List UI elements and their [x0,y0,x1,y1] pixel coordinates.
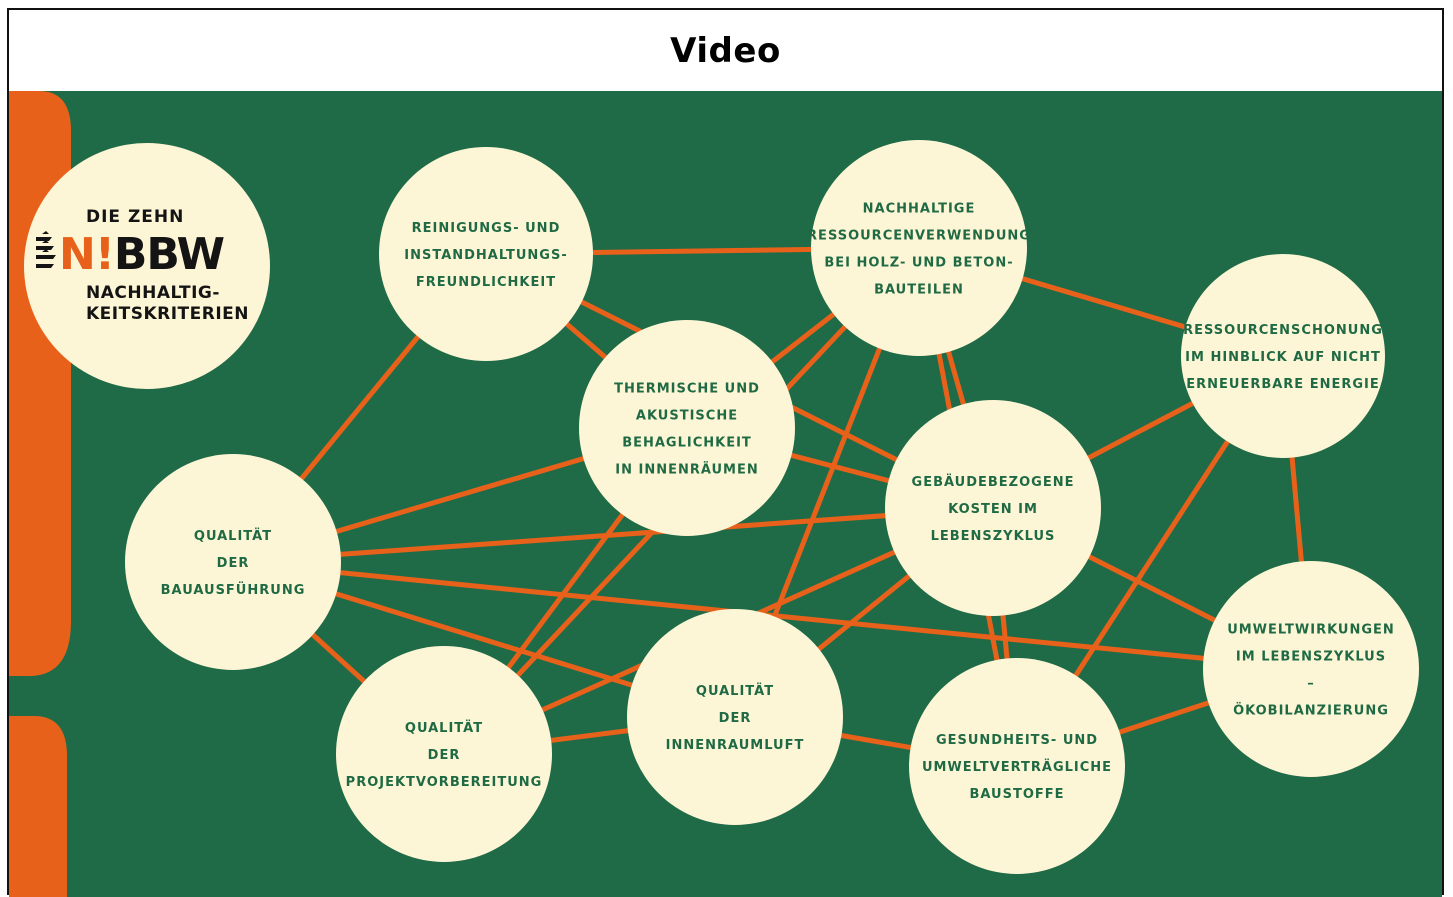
criterion-reinigung: REINIGUNGS- UND INSTANDHALTUNGS- FREUNDLIC… [379,147,593,361]
connection-line-bauausfuehrung-umweltwirkungen [232,559,1312,672]
criterion-label-line: IM HINBLICK AUF NICHT [1185,350,1381,365]
header: Video [9,10,1442,91]
criterion-label-line: NACHHALTIGE [863,202,976,217]
criterion-innenraumluft: QUALITÄT DER INNENRAUMLUFT [627,609,843,825]
logo-mark-suffix: BBW [114,229,225,280]
criterion-label-line: QUALITÄT [696,683,774,699]
criterion-label-line: DER [719,711,752,726]
criterion-circle [1203,561,1419,777]
criterion-label-line: BAUAUSFÜHRUNG [161,582,306,598]
video-player[interactable]: REINIGUNGS- UND INSTANDHALTUNGS- FREUNDLIC… [9,91,1442,897]
video-frame: Video REINIGUNGS- UND INSTANDHALTUNGS- FRE… [7,8,1444,897]
criterion-label-line: UMWELTVERTRÄGLICHE [922,759,1112,775]
criterion-label-line: BEI HOLZ- UND BETON- [824,256,1013,271]
criterion-circle [336,646,552,862]
criterion-circle [627,609,843,825]
criterion-label-line: UMWELTWIRKUNGEN [1227,623,1395,638]
criterion-label-line: IN INNENRÄUMEN [615,462,759,478]
criterion-circle [379,147,593,361]
criterion-kosten: GEBÄUDEBEZOGENE KOSTEN IM LEBENSZYKLUS [885,400,1101,616]
criterion-label-line: QUALITÄT [194,528,272,544]
criteria-network-diagram: REINIGUNGS- UND INSTANDHALTUNGS- FREUNDLIC… [9,91,1419,897]
criterion-label-line: BAUSTOFFE [969,787,1064,802]
criterion-label-line: IM LEBENSZYKLUS [1236,650,1386,665]
criterion-projektvorbereitung: QUALITÄT DER PROJEKTVORBEREITUNG [336,646,552,862]
logo-mark-prefix: N! [59,229,114,280]
criterion-circle [1181,254,1385,458]
criterion-label-line: ERNEUERBARE ENERGIE [1186,377,1380,392]
svg-text:N!BBW: N!BBW [59,229,225,280]
criterion-label-line: THERMISCHE UND [614,382,760,397]
criterion-label-line: GEBÄUDEBEZOGENE [912,474,1075,490]
criterion-label-line: INNENRAUMLUFT [666,738,805,753]
criterion-label-line: INSTANDHALTUNGS- [404,248,567,263]
logo-circle: DIE ZEHN N!BBW NACHHALTIG- KEITSKRITERIE… [24,143,270,389]
criterion-label-line: GESUNDHEITS- UND [936,733,1098,748]
criterion-circle [125,454,341,670]
connection-line-bauausfuehrung-kosten [232,505,994,565]
lion-crest-icon [36,231,56,268]
criterion-bauausfuehrung: QUALITÄT DER BAUAUSFÜHRUNG [125,454,341,670]
criterion-label-line: BAUTEILEN [874,283,964,298]
logo-line-kriterien: KEITSKRITERIEN [86,304,249,324]
criterion-label-line: AKUSTISCHE [636,409,738,424]
criteria-circles: REINIGUNGS- UND INSTANDHALTUNGS- FREUNDLIC… [125,140,1419,874]
criterion-label-line: RESSOURCENSCHONUNG [1183,323,1383,338]
criterion-label-line: RESSOURCENVERWENDUNG [807,229,1031,244]
page-title: Video [670,30,781,71]
criterion-ressourcenschonung: RESSOURCENSCHONUNG IM HINBLICK AUF NICHT E… [1181,254,1385,458]
criterion-circle [579,320,795,536]
criterion-baustoffe: GESUNDHEITS- UND UMWELTVERTRÄGLICHE BAUSTO… [909,658,1125,874]
criterion-label-line: DER [217,556,250,571]
criterion-circle [811,140,1027,356]
criterion-umweltwirkungen: UMWELTWIRKUNGEN IM LEBENSZYKLUS – ÖKOBILANZ… [1203,561,1419,777]
criterion-label-line: PROJEKTVORBEREITUNG [346,775,543,790]
criterion-label-line: FREUNDLICHKEIT [416,275,556,290]
criterion-label-line: – [1307,677,1315,692]
criterion-label-line: KOSTEN IM [948,502,1038,517]
logo-line-nachhaltig: NACHHALTIG- [86,283,220,303]
criterion-label-line: ÖKOBILANZIERUNG [1233,703,1389,719]
criterion-label-line: LEBENSZYKLUS [931,529,1056,544]
left-accent-tab-bottom [9,716,67,897]
logo-line-die-zehn: DIE ZEHN [86,207,184,227]
criterion-ressourcenverwendung: NACHHALTIGE RESSOURCENVERWENDUNG BEI HOLZ-… [807,140,1031,356]
criterion-circle [885,400,1101,616]
criterion-label-line: BEHAGLICHKEIT [622,436,752,451]
criterion-circle [909,658,1125,874]
criterion-label-line: REINIGUNGS- UND [412,221,561,236]
criterion-label-line: DER [428,748,461,763]
criterion-thermisch: THERMISCHE UND AKUSTISCHE BEHAGLICHKEIT IN … [579,320,795,536]
criterion-label-line: QUALITÄT [405,720,483,736]
